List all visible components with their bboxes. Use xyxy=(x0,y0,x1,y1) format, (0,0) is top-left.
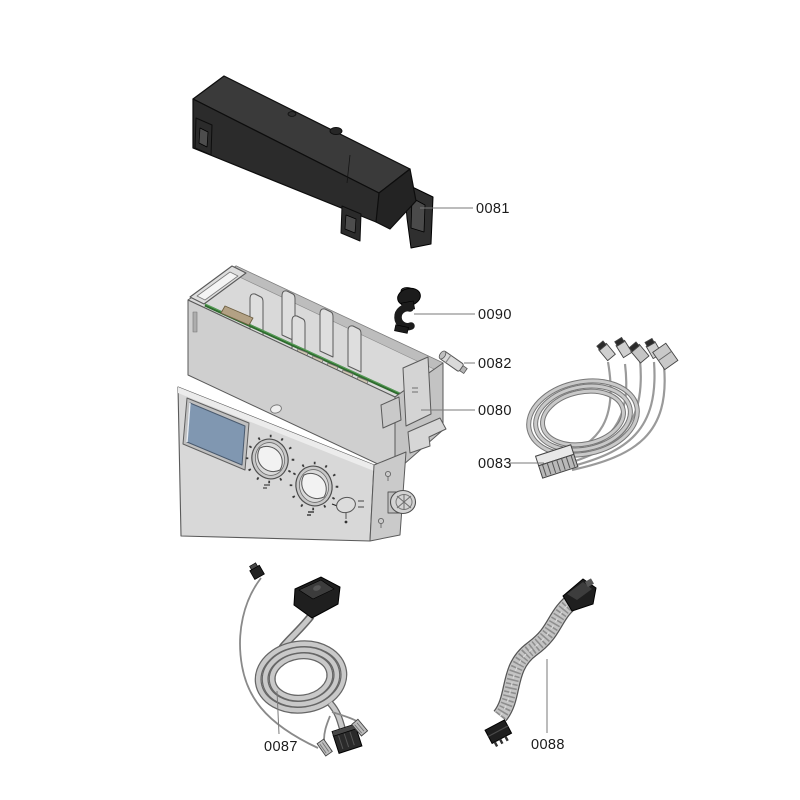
knob-left xyxy=(245,434,295,489)
harness-coil xyxy=(526,378,640,458)
end-connector xyxy=(628,341,650,364)
knob-right-ticks xyxy=(289,461,339,511)
end-connector-body xyxy=(652,342,679,371)
part-control-module xyxy=(177,265,447,542)
cable-main-connector xyxy=(293,576,341,619)
ribbon-top-connector-tab xyxy=(584,578,594,588)
leader-0087 xyxy=(276,690,280,735)
end-connector-large xyxy=(652,342,679,371)
knob-left-ticks xyxy=(245,434,295,484)
module-pcb-bracket xyxy=(220,305,254,326)
part-lamp xyxy=(438,350,468,375)
label-control-module: 0080 xyxy=(478,403,512,419)
side-knob xyxy=(387,489,417,515)
end-connector xyxy=(614,336,633,359)
label-cover: 0081 xyxy=(476,201,510,217)
cable-thin-wire xyxy=(239,577,319,749)
end-connector-tip xyxy=(628,341,640,353)
part-cable-assembly xyxy=(239,562,369,757)
cover-hole-small xyxy=(287,111,297,117)
cover-rear-bracket-slot xyxy=(410,197,426,233)
coil-turn xyxy=(255,641,347,713)
panel-button-dot xyxy=(344,520,348,524)
end-connector-seam xyxy=(658,351,672,361)
panel-button-face xyxy=(336,496,356,514)
ribbon-top-connector xyxy=(562,578,597,612)
side-knob-spokes xyxy=(396,494,412,510)
module-screw-marks xyxy=(377,470,392,528)
module-fin xyxy=(319,308,334,358)
spade-ridges xyxy=(354,722,365,734)
harness-end-connectors xyxy=(596,336,679,371)
spade-ridges xyxy=(319,742,330,754)
part-clip xyxy=(394,287,421,334)
small-connector-tip xyxy=(249,562,259,571)
cover-tab-middle-hole xyxy=(344,214,357,234)
ribbon-seam xyxy=(499,597,577,717)
label-cable-assembly: 0087 xyxy=(264,739,298,755)
knob-left-lens xyxy=(257,445,283,473)
end-connector-tip xyxy=(596,340,607,351)
knob-right xyxy=(289,461,341,516)
clip-c-ring xyxy=(394,303,415,331)
module-fin xyxy=(347,325,362,373)
module-clip-bracket xyxy=(380,396,402,429)
coil-turn xyxy=(534,384,632,452)
part-labels: 0081 0090 0082 0080 0083 0087 0088 xyxy=(264,201,565,755)
module-wall-slot xyxy=(192,311,198,333)
module-plate-marks xyxy=(412,387,418,393)
block-connector-pins xyxy=(338,731,355,750)
main-connector-notch xyxy=(313,585,321,591)
end-connector-tip xyxy=(644,337,656,348)
cable-spade-terminal xyxy=(316,738,333,757)
label-wiring-harness: 0083 xyxy=(478,456,512,472)
part-wiring-harness xyxy=(526,336,679,479)
panel-button-labels xyxy=(358,500,364,508)
end-connector xyxy=(596,340,616,362)
label-clip: 0090 xyxy=(478,307,512,323)
ribbon-bottom-connector-pins xyxy=(493,735,509,748)
ribbon-top-connector-face xyxy=(567,582,592,600)
cover-hole-large xyxy=(329,126,343,136)
lamp-band xyxy=(445,354,452,364)
module-hook-bracket xyxy=(407,417,447,454)
lamp-end xyxy=(438,350,447,360)
ribbon-bottom-connector xyxy=(484,719,513,748)
cable-coil xyxy=(254,640,348,714)
cover-tab-left-hole xyxy=(198,127,209,148)
knob-right-lens xyxy=(301,472,327,500)
coil-turn xyxy=(269,653,333,701)
harness-main-connector xyxy=(534,444,579,479)
leader-lines xyxy=(276,207,548,735)
coil-turn xyxy=(541,389,625,447)
module-wall-hole xyxy=(270,404,282,414)
part-cover xyxy=(192,75,434,249)
part-ribbon-cable xyxy=(484,578,597,748)
harness-wire xyxy=(571,365,666,472)
knob-left-glyph xyxy=(263,484,270,489)
coil-turn xyxy=(527,379,639,457)
connector-pins xyxy=(541,455,576,477)
cable-top-small-connector xyxy=(249,562,265,581)
module-panel-top-bevel xyxy=(178,387,374,471)
ribbon-bottom-connector-seam xyxy=(488,725,509,737)
cover-seam xyxy=(346,154,351,184)
module-frame-loop-hole xyxy=(196,271,239,301)
end-connector-tip xyxy=(614,336,625,347)
label-ribbon-cable: 0088 xyxy=(531,737,565,753)
panel-button xyxy=(336,496,364,524)
cable-spade-terminal xyxy=(351,718,369,737)
harness-wire xyxy=(568,361,656,469)
cover-right-end xyxy=(375,168,417,230)
display-highlight xyxy=(186,402,191,443)
label-lamp: 0082 xyxy=(478,356,512,372)
coil-turn xyxy=(262,647,340,707)
lamp-tip xyxy=(459,365,468,375)
clip-foot xyxy=(394,324,409,334)
